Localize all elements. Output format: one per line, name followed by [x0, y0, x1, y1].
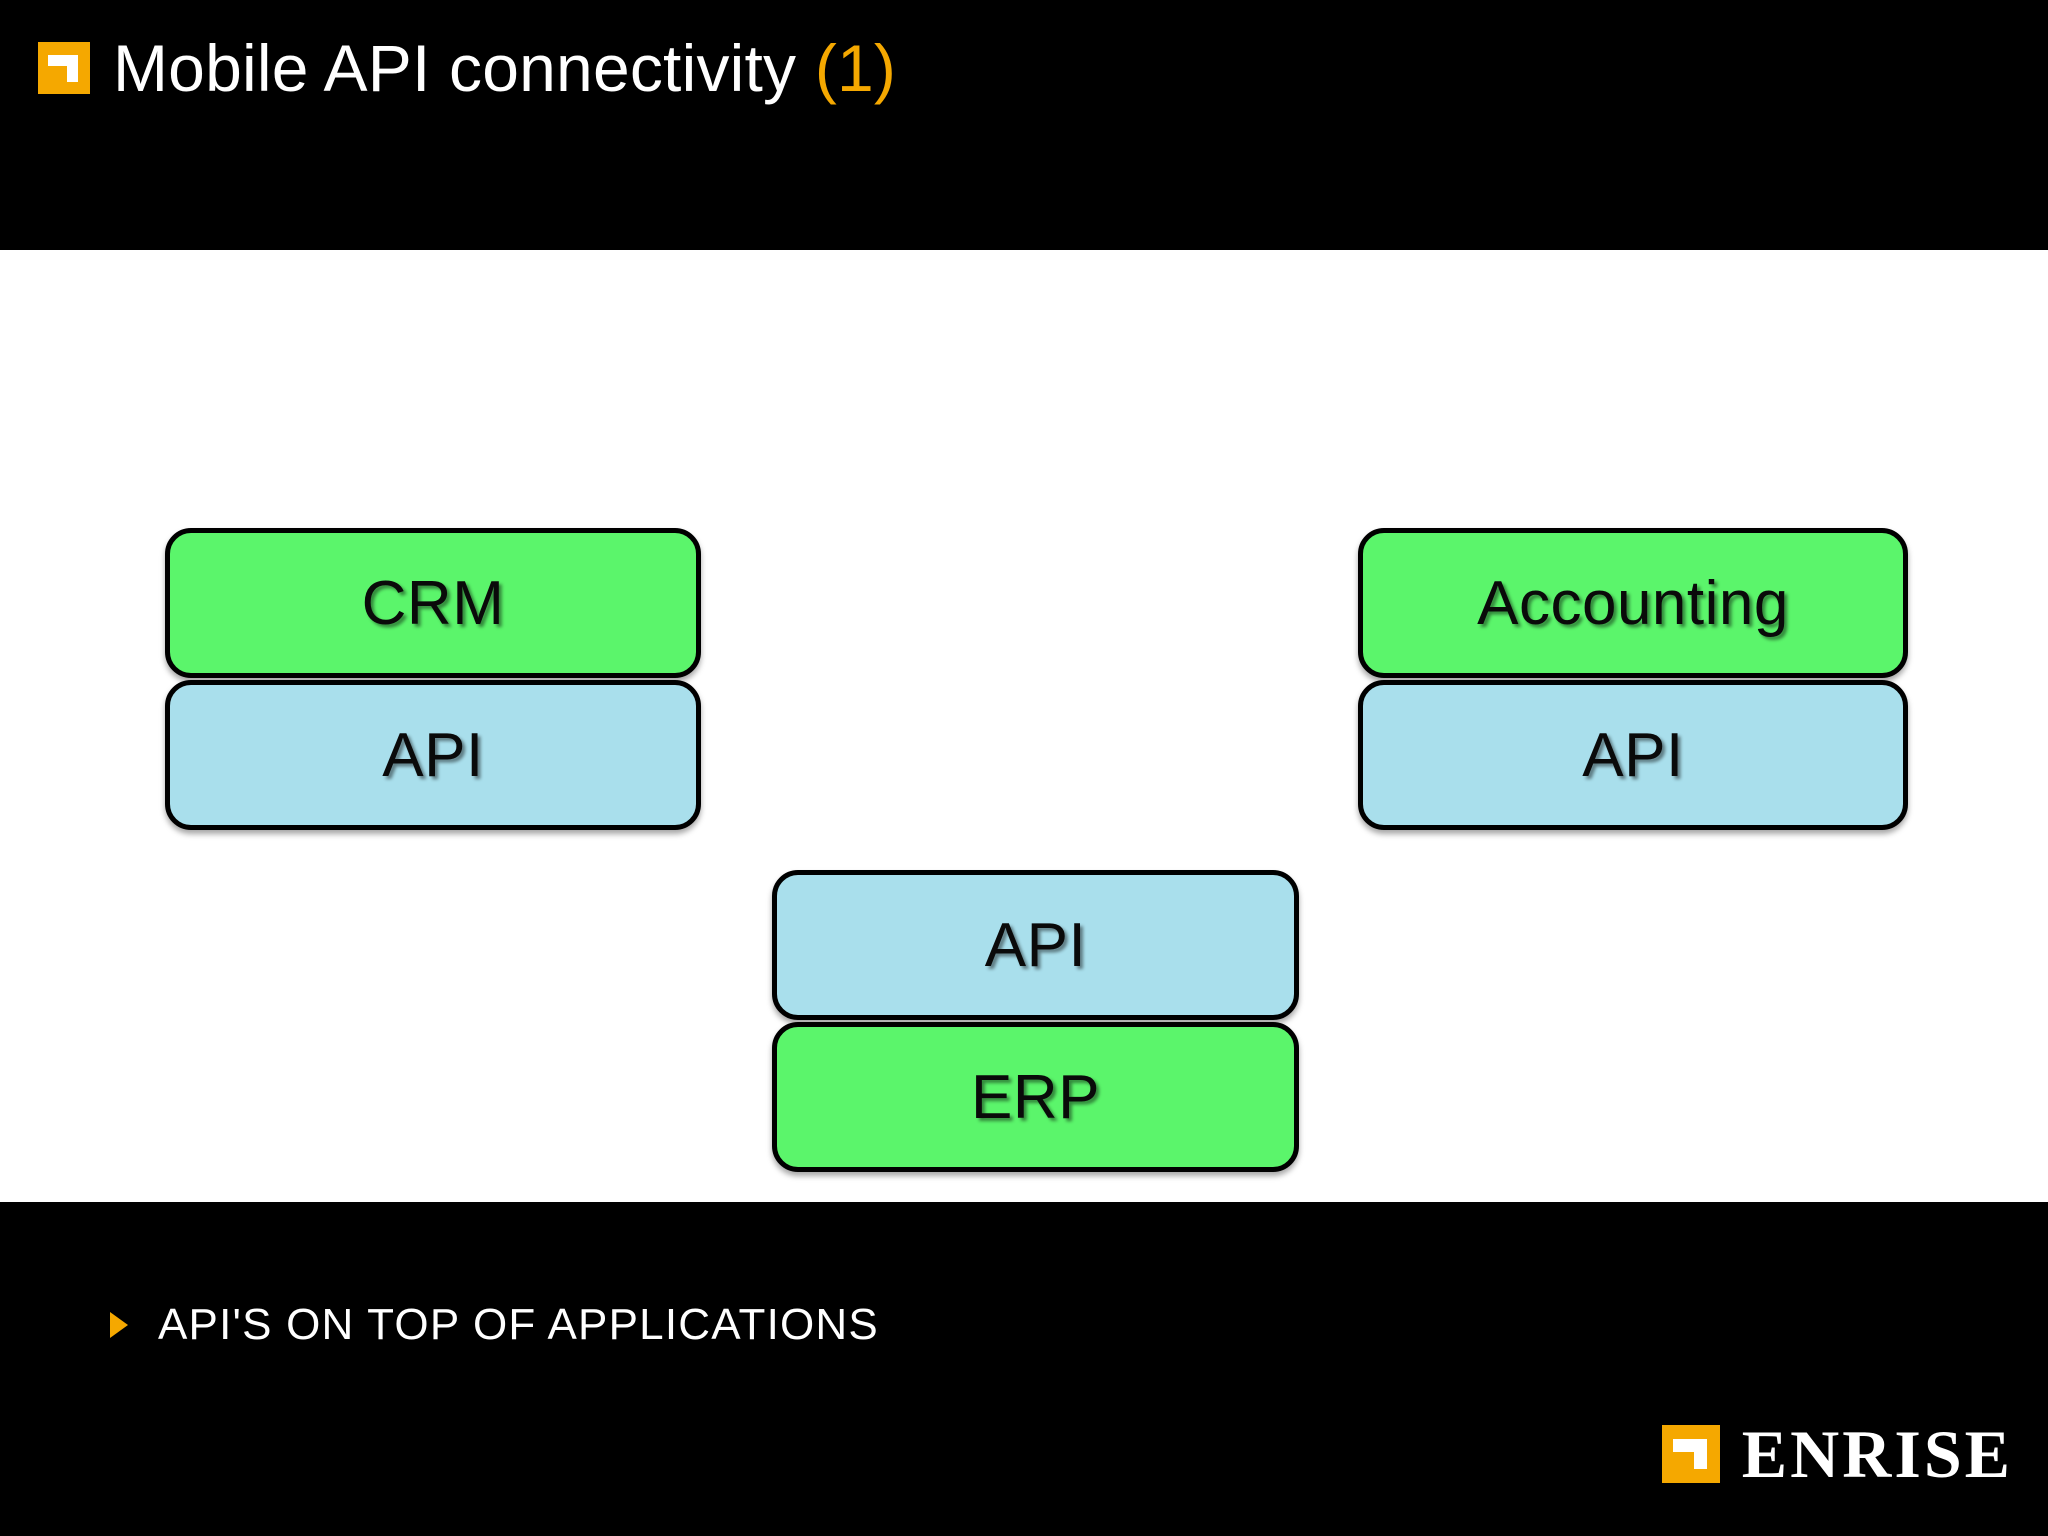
slide-body: CRM API API ERP Accounting API	[0, 250, 2048, 1202]
slide-header: Mobile API connectivity (1)	[0, 0, 2048, 250]
diagram-node-erp[interactable]: ERP	[772, 1022, 1299, 1172]
enrise-mark-icon	[1661, 1425, 1720, 1483]
diagram-node-accounting-api[interactable]: API	[1358, 680, 1908, 830]
diagram-node-erp-api[interactable]: API	[772, 870, 1299, 1020]
enrise-mark-icon-stem	[1693, 1439, 1707, 1469]
triangle-right-icon	[110, 1312, 128, 1338]
page-title-number: (1)	[814, 31, 897, 105]
diagram-node-crm[interactable]: CRM	[165, 528, 701, 678]
footer-caption-text: API'S ON TOP OF APPLICATIONS	[158, 1300, 879, 1349]
diagram-node-label: API	[1582, 720, 1684, 790]
diagram-node-crm-api[interactable]: API	[165, 680, 701, 830]
footer-caption: API'S ON TOP OF APPLICATIONS	[110, 1300, 879, 1350]
diagram-group-accounting: Accounting API	[1358, 528, 1908, 830]
enrise-mark-icon	[38, 42, 90, 94]
diagram-node-label: Accounting	[1477, 568, 1789, 638]
diagram-group-crm: CRM API	[165, 528, 701, 830]
diagram-node-label: ERP	[971, 1062, 1100, 1132]
diagram-node-label: CRM	[361, 568, 505, 638]
diagram-group-erp: API ERP	[772, 870, 1299, 1172]
slide-footer: API'S ON TOP OF APPLICATIONS ENRISE	[0, 1202, 2048, 1536]
diagram-node-accounting[interactable]: Accounting	[1358, 528, 1908, 678]
brand-name: ENRISE	[1741, 1416, 2013, 1492]
enrise-mark-icon-bar	[48, 55, 78, 66]
brand-logo: ENRISE	[1661, 1416, 2013, 1492]
enrise-mark-icon-stem	[67, 55, 78, 82]
page-title-main: Mobile API connectivity	[113, 31, 797, 105]
page-title: Mobile API connectivity (1)	[113, 18, 896, 118]
diagram-node-label: API	[382, 720, 484, 790]
diagram-node-label: API	[984, 910, 1087, 980]
